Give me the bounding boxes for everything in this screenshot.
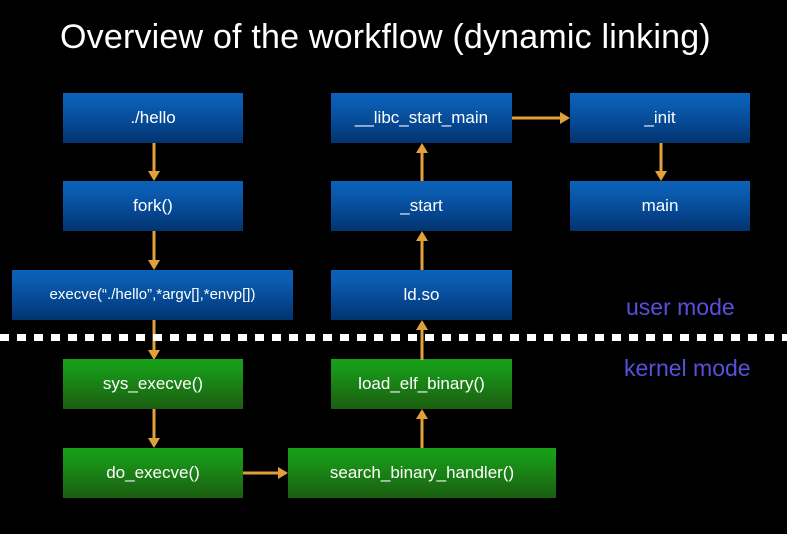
node-do-execve[interactable]: do_execve() <box>63 448 243 498</box>
node-sys-execve[interactable]: sys_execve() <box>63 359 243 409</box>
arrow-do-execve-to-search-binary-handler <box>243 466 288 480</box>
node-fork[interactable]: fork() <box>63 181 243 231</box>
arrow-start-to-libc-start-main <box>415 143 428 181</box>
arrow-init-to-main <box>654 143 667 181</box>
node-libc-start-main[interactable]: __libc_start_main <box>331 93 512 143</box>
node-execve[interactable]: execve(“./hello”,*argv[],*envp[]) <box>12 270 293 320</box>
node-init[interactable]: _init <box>570 93 750 143</box>
label-user-mode: user mode <box>626 294 735 320</box>
arrow-hello-to-fork <box>147 143 160 181</box>
arrow-fork-to-execve <box>147 231 160 270</box>
node-main[interactable]: main <box>570 181 750 231</box>
arrow-libc-start-main-to-init <box>512 111 570 125</box>
user-kernel-divider <box>0 334 787 341</box>
node-start[interactable]: _start <box>331 181 512 231</box>
arrow-sys-execve-to-do-execve <box>147 409 160 448</box>
node-hello[interactable]: ./hello <box>63 93 243 143</box>
arrow-load-elf-binary-to-ldso <box>415 320 428 360</box>
node-ldso[interactable]: ld.so <box>331 270 512 320</box>
node-search-binary-handler[interactable]: search_binary_handler() <box>288 448 556 498</box>
page-title: Overview of the workflow (dynamic linkin… <box>60 18 711 56</box>
label-kernel-mode: kernel mode <box>624 355 751 381</box>
arrow-search-binary-handler-to-load-elf-binary <box>415 409 428 448</box>
arrow-ldso-to-start <box>415 231 428 270</box>
node-load-elf-binary[interactable]: load_elf_binary() <box>331 359 512 409</box>
